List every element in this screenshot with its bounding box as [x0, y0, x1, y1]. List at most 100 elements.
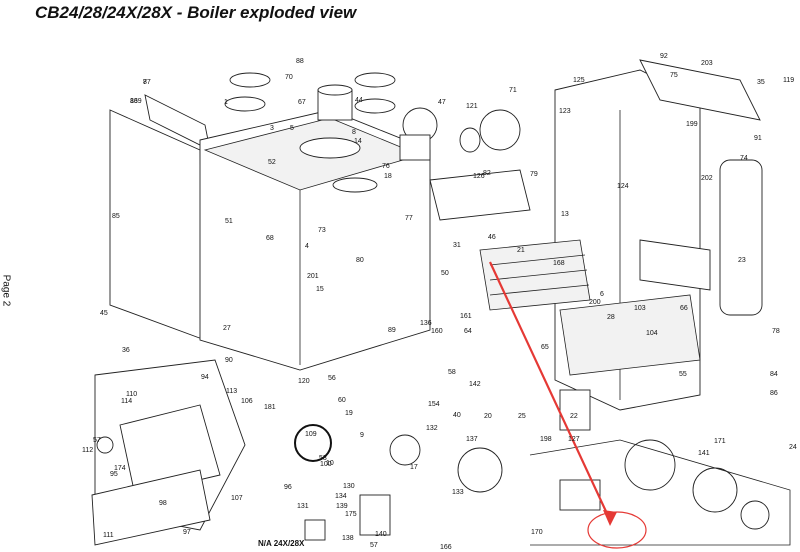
combustion-chamber — [199, 109, 431, 371]
callout-label: 199 — [686, 121, 698, 128]
callout-label: 8 — [352, 129, 356, 136]
callout-label: 106 — [241, 398, 253, 405]
callout-label: 22 — [570, 413, 578, 420]
callout-label: 27 — [223, 325, 231, 332]
callout-label: 201 — [307, 273, 319, 280]
callout-label: 97 — [183, 529, 191, 536]
callout-label: 100 — [320, 461, 332, 468]
na-note: N/A 24X/28X — [258, 539, 305, 548]
callout-label: 58 — [448, 369, 456, 376]
callout-label: 114 — [121, 398, 132, 405]
callout-label: 132 — [426, 425, 438, 432]
callout-label: 5 — [290, 125, 294, 132]
callout-label: 154 — [428, 401, 440, 408]
casing-left-panel — [109, 94, 211, 341]
callout-label: 44 — [355, 97, 363, 104]
callout-label: 47 — [438, 99, 446, 106]
callout-label: 171 — [714, 438, 726, 445]
callout-label: 200 — [589, 299, 601, 306]
callout-label: 133 — [452, 489, 464, 496]
callout-label: 134 — [335, 493, 347, 500]
callout-label: 175 — [345, 511, 357, 518]
callout-label: 88 — [296, 58, 304, 65]
callout-label: 15 — [316, 286, 324, 293]
callout-label: 52 — [268, 159, 276, 166]
callout-label: 140 — [375, 531, 387, 538]
callout-label: 65 — [541, 344, 549, 351]
callout-label: 94 — [201, 374, 209, 381]
callout-label: 71 — [509, 87, 517, 94]
callout-label: 130 — [343, 483, 355, 490]
callout-label: 7 — [143, 79, 147, 86]
callout-label: 111 — [103, 532, 114, 539]
callout-label: 203 — [701, 60, 713, 67]
callout-label: 174 — [114, 465, 126, 472]
callout-label: 92 — [660, 53, 668, 60]
callout-label: 25 — [518, 413, 526, 420]
callout-label: 73 — [318, 227, 326, 234]
callout-label: 36 — [122, 347, 130, 354]
callout-label: 20 — [484, 413, 492, 420]
callout-label: 91 — [754, 135, 762, 142]
callout-label: 14 — [354, 138, 362, 145]
callout-label: 107 — [231, 495, 243, 502]
callout-label: 166 — [440, 544, 452, 551]
callout-label: 139 — [336, 503, 348, 510]
callout-label: 77 — [405, 215, 413, 222]
callout-label: 161 — [460, 313, 472, 320]
callout-label: 121 — [466, 103, 478, 110]
callout-label: 98 — [159, 500, 167, 507]
callout-label: 19 — [345, 410, 353, 417]
callout-label: 67 — [298, 99, 306, 106]
callout-label: 74 — [740, 155, 748, 162]
callout-label: 79 — [530, 171, 538, 178]
callout-label: 202 — [701, 175, 713, 182]
callout-label: 84 — [770, 371, 778, 378]
callout-label: 168 — [553, 260, 565, 267]
callout-label: 89 — [388, 327, 396, 334]
callout-label: 10 — [326, 460, 334, 467]
callout-label: 75 — [670, 72, 678, 79]
callout-label: 160 — [431, 328, 443, 335]
callout-label: 103 — [634, 305, 646, 312]
callout-label: 136 — [420, 320, 432, 327]
hydraulic-block — [389, 389, 791, 546]
callout-label: 126 — [473, 173, 485, 180]
callout-label: 76 — [382, 163, 390, 170]
callout-label: 141 — [698, 450, 710, 457]
callout-label: 1 — [224, 99, 228, 106]
callout-label: 3 — [270, 125, 274, 132]
callout-label: 17 — [410, 464, 418, 471]
callout-label: 85 — [112, 213, 120, 220]
callout-label: 137 — [466, 436, 478, 443]
red-arrow — [489, 261, 617, 526]
callout-label: 57 — [370, 542, 378, 549]
callout-label: 13 — [561, 211, 569, 218]
callout-label: 66 — [680, 305, 688, 312]
callout-label: 86 — [770, 390, 778, 397]
expansion-vessel — [719, 159, 763, 316]
callout-label: 50 — [441, 270, 449, 277]
callout-label: 24 — [789, 444, 797, 451]
callout-label: 28 — [607, 314, 615, 321]
callout-label: 57 — [93, 437, 101, 444]
callout-label: 110 — [126, 391, 137, 398]
callout-label: 6 — [600, 291, 604, 298]
control-panel — [91, 359, 246, 546]
callout-label: 123 — [559, 108, 571, 115]
callout-label: 55 — [679, 371, 687, 378]
callout-label: 95 — [110, 471, 118, 478]
callout-label: 60 — [338, 397, 346, 404]
callout-label: 104 — [646, 330, 658, 337]
callout-label: 70 — [285, 74, 293, 81]
callout-label: 90 — [225, 357, 233, 364]
callout-label: 82 — [483, 170, 491, 177]
callout-label: 21 — [517, 247, 525, 254]
callout-label: 142 — [469, 381, 481, 388]
fan-assembly — [399, 107, 521, 161]
callout-label: 18 — [384, 173, 392, 180]
callout-label: 68 — [266, 235, 274, 242]
heat-exchanger — [429, 169, 711, 376]
